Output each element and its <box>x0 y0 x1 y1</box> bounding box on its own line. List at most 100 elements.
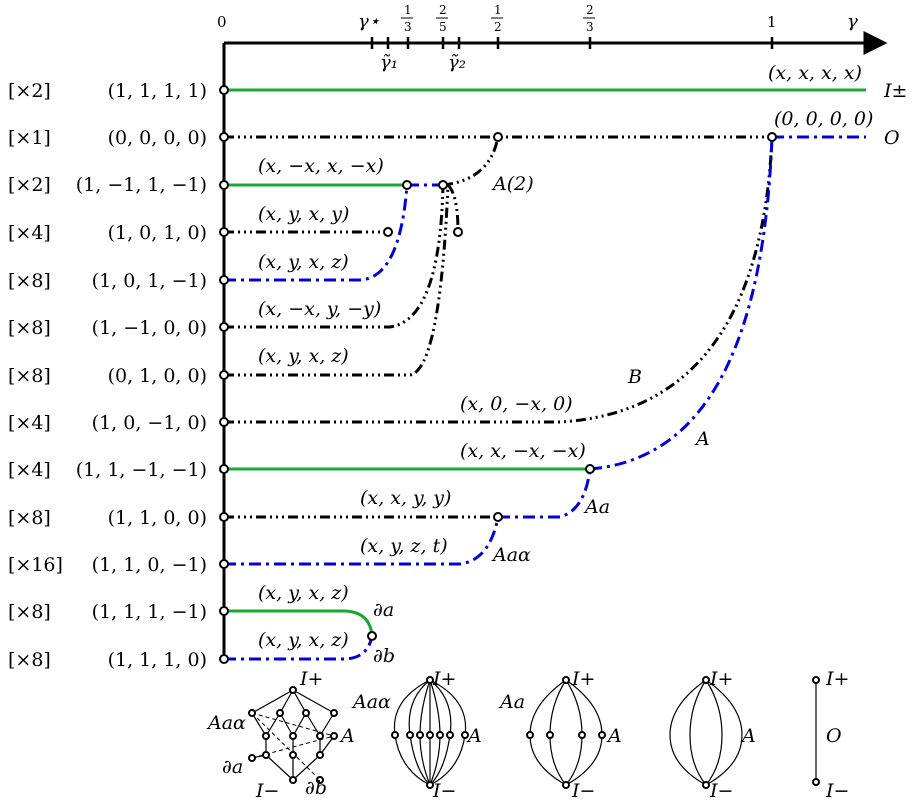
lattice-2-right: A <box>466 725 482 747</box>
row-vector: (1, 1, 0, −1) <box>92 554 207 576</box>
label-b: B <box>627 366 642 388</box>
lattice-1-bottom: I− <box>255 780 279 802</box>
row-vector: (1, 1, 0, 0) <box>108 507 207 529</box>
lattice-3: I+ Aa A I− <box>498 668 622 802</box>
lattice-1-right: A <box>339 725 355 747</box>
lattice-3-left: Aa <box>498 691 525 713</box>
lattice-3-top: I+ <box>571 668 595 690</box>
lattice-2-left: Aaα <box>351 691 391 713</box>
row-vector: (1, 0, 1, −1) <box>92 270 207 292</box>
row-mult: [×8] <box>8 601 51 623</box>
branch-loop <box>446 183 460 233</box>
label-xyxz-c: (x, y, x, z) <box>258 582 349 604</box>
branch-xyzt <box>224 516 500 566</box>
lattice-5-mid: O <box>826 725 842 747</box>
branch-x-mx-y-my <box>224 184 445 329</box>
row-mult: [×16] <box>8 554 63 576</box>
tick-gamma-star: γ⋆ <box>358 11 380 32</box>
branch-xyxz-a <box>224 184 409 282</box>
label-xyxz-b: (x, y, x, z) <box>258 345 349 367</box>
branch-nodes <box>219 85 777 664</box>
label-x-mx-x-mx: (x, −x, x, −x) <box>258 155 384 177</box>
lattice-1: I+ Aaα A ∂a I− ∂b <box>206 668 355 802</box>
label-da: ∂a <box>373 599 394 621</box>
tick-twothird-den: 3 <box>586 20 594 34</box>
tick-one: 1 <box>767 13 777 31</box>
lattice-4: I+ A I− <box>669 668 756 802</box>
tick-gamma2: γ̃₂ <box>448 52 466 73</box>
row-mult: [×8] <box>8 649 51 671</box>
lattice-1-top: I+ <box>299 668 323 690</box>
tick-third-num: 1 <box>404 3 412 17</box>
label-i-pm: I± <box>883 80 907 102</box>
row-mult: [×2] <box>8 80 51 102</box>
label-aaalpha: Aaα <box>491 544 531 566</box>
row-vector: (1, 1, 1, 0) <box>108 649 207 671</box>
lattice-2-top: I+ <box>432 668 456 690</box>
label-a2: A(2) <box>491 173 534 195</box>
branch-a2 <box>442 136 500 187</box>
tick-half-num: 1 <box>494 3 502 17</box>
row-vector: (0, 1, 0, 0) <box>108 365 207 387</box>
label-db: ∂b <box>373 645 395 667</box>
lattice-5-top: I+ <box>825 668 849 690</box>
label-xyxz-a: (x, y, x, z) <box>258 251 349 273</box>
row-vector: (1, 0, 1, 0) <box>108 222 207 244</box>
row-mult: [×4] <box>8 222 51 244</box>
label-xyxy: (x, y, x, y) <box>258 203 349 225</box>
label-xxxx: (x, x, x, x) <box>768 62 862 84</box>
label-o: O <box>884 127 900 149</box>
tick-origin: 0 <box>217 13 227 31</box>
axis-ticks <box>370 37 774 49</box>
branch-b <box>224 136 774 424</box>
branch-a <box>589 136 774 471</box>
row-mult: [×4] <box>8 412 51 434</box>
row-vector: (1, −1, 1, −1) <box>76 174 207 196</box>
lattice-4-top: I+ <box>709 668 733 690</box>
row-vector: (1, 0, −1, 0) <box>92 412 207 434</box>
lattice-1-left: Aaα <box>206 712 246 734</box>
row-vector: (1, −1, 0, 0) <box>92 317 207 339</box>
label-xxmxmx: (x, x, −x, −x) <box>460 440 586 462</box>
lattice-1-bottom2: ∂b <box>305 777 327 799</box>
label-xyzt: (x, y, z, t) <box>360 535 448 557</box>
row-vector: (0, 0, 0, 0) <box>108 127 207 149</box>
lattice-5-bottom: I− <box>825 780 849 802</box>
tick-gamma1: γ̃₁ <box>380 52 398 73</box>
tick-twofifth-num: 2 <box>439 3 447 17</box>
lattice-3-right: A <box>606 725 622 747</box>
row-mult: [×8] <box>8 270 51 292</box>
label-x0mx0: (x, 0, −x, 0) <box>460 393 573 415</box>
row-multiplicities: [×2] [×1] [×2] [×4] [×8] [×8] [×8] [×4] … <box>8 80 63 671</box>
row-mult: [×1] <box>8 127 51 149</box>
label-aa: Aa <box>583 496 610 518</box>
row-vector: (1, 1, −1, −1) <box>76 459 207 481</box>
lattice-4-right: A <box>740 725 756 747</box>
tick-twofifth-den: 5 <box>439 20 447 34</box>
label-a: A <box>694 428 710 450</box>
branch-aa <box>498 468 592 519</box>
lattice-1-left2: ∂a <box>222 756 243 778</box>
row-vectors: (1, 1, 1, 1) (0, 0, 0, 0) (1, −1, 1, −1)… <box>76 80 207 671</box>
lattice-2-bottom: I− <box>432 780 456 802</box>
label-xyxz-d: (x, y, x, z) <box>258 629 349 651</box>
row-vector: (1, 1, 1, 1) <box>108 80 207 102</box>
row-mult: [×2] <box>8 174 51 196</box>
tick-third-den: 3 <box>404 20 412 34</box>
row-mult: [×8] <box>8 365 51 387</box>
lattice-2: I+ Aaα A I− <box>351 668 482 802</box>
row-mult: [×4] <box>8 459 51 481</box>
row-vector: (1, 1, 1, −1) <box>92 601 207 623</box>
row-mult: [×8] <box>8 317 51 339</box>
tick-twothird-num: 2 <box>586 3 594 17</box>
lattice-3-bottom: I− <box>571 780 595 802</box>
label-x-mx-y-my: (x, −x, y, −y) <box>258 298 381 320</box>
lattice-4-bottom: I− <box>709 780 733 802</box>
label-xxyy: (x, x, y, y) <box>360 487 451 509</box>
tick-half-den: 2 <box>494 20 502 34</box>
lattice-5: I+ O I− <box>812 668 849 802</box>
row-mult: [×8] <box>8 507 51 529</box>
tick-gamma: γ <box>847 11 858 32</box>
label-zero: (0, 0, 0, 0) <box>774 108 873 130</box>
